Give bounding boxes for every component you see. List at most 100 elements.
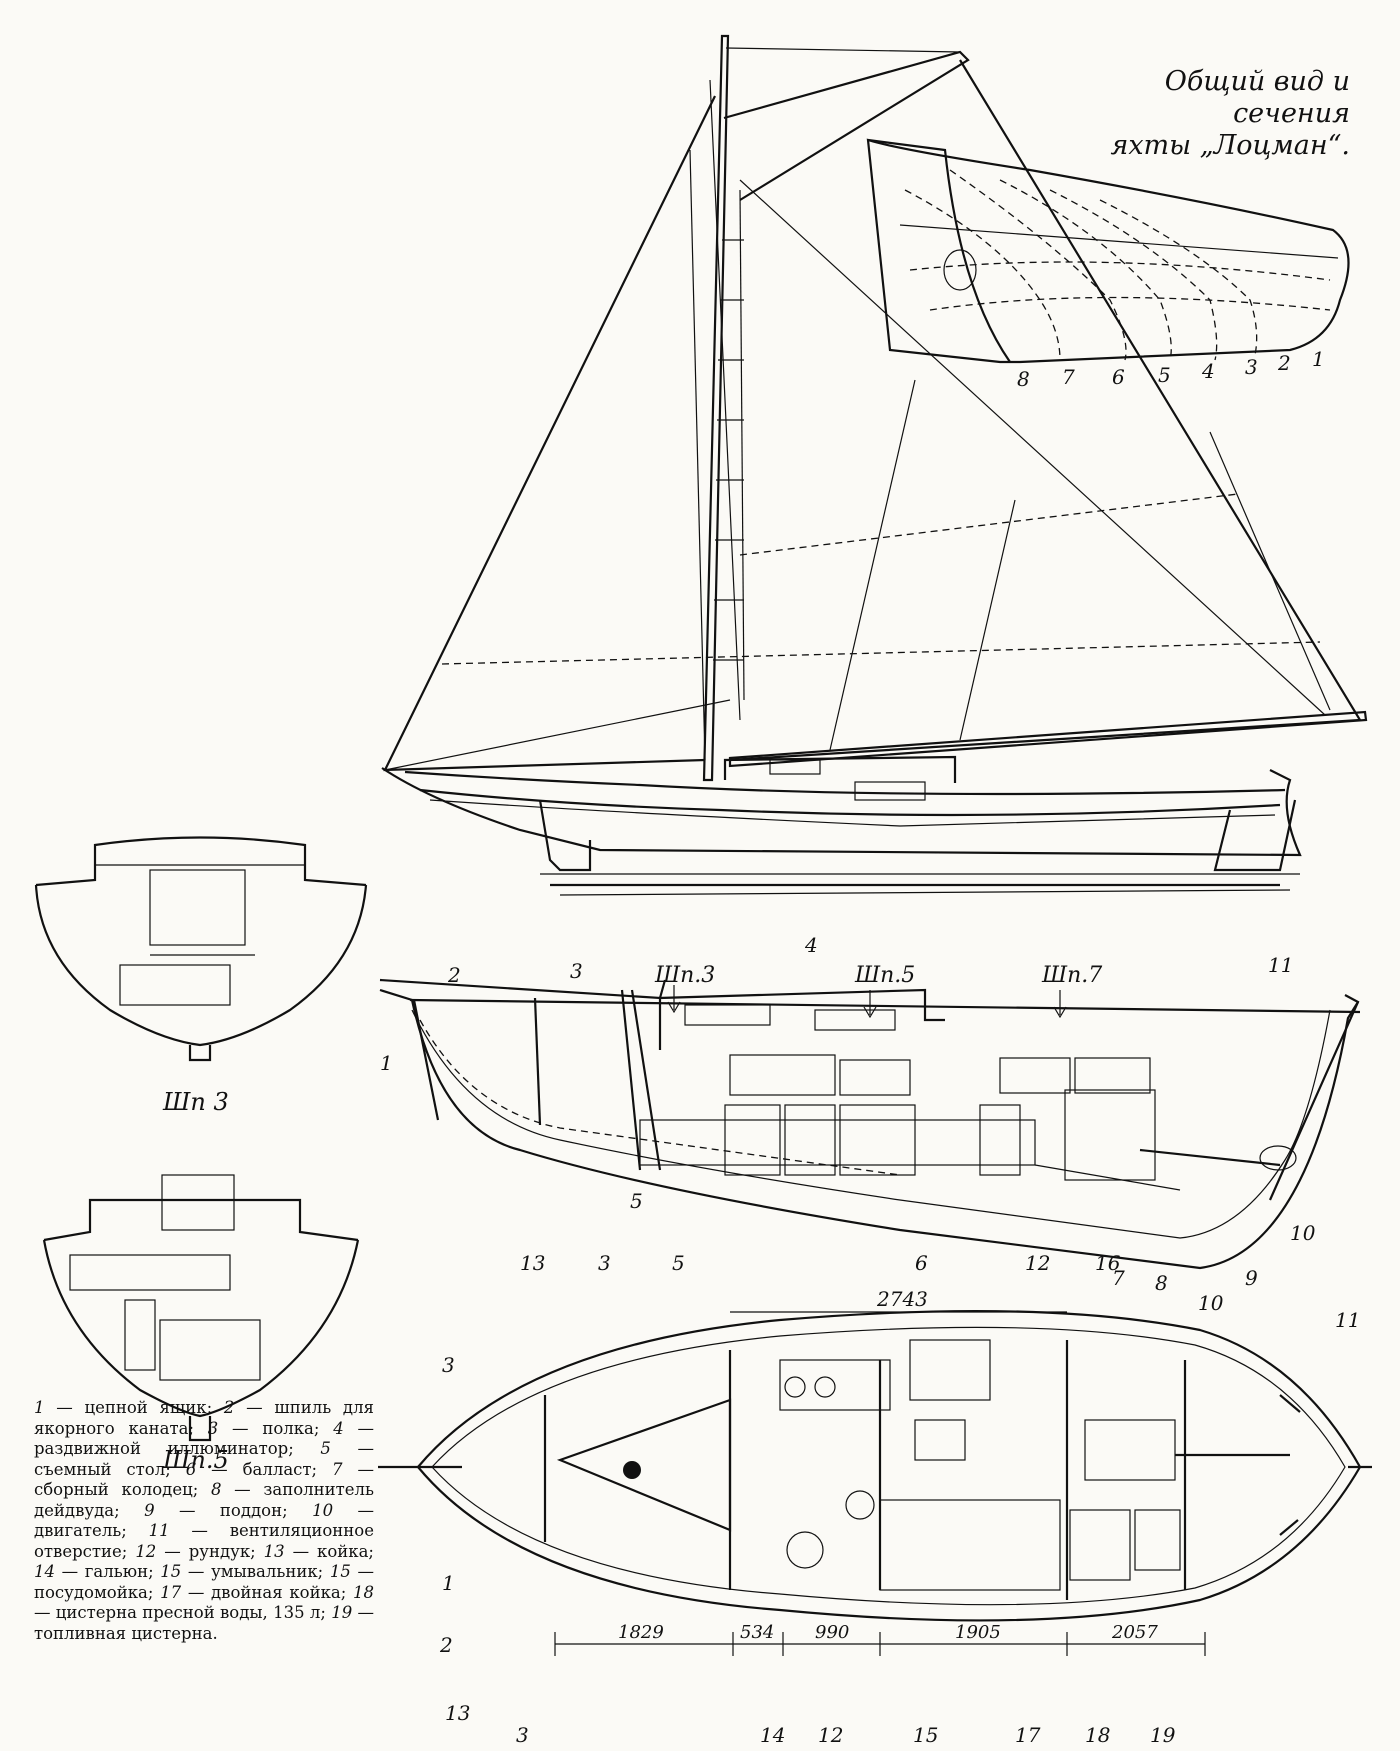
legend-text: раздвижной иллюминатор;: [34, 1439, 321, 1458]
double-berth-17: [879, 1499, 1061, 1591]
station-labels-label: 4: [1201, 359, 1215, 383]
legend-number: 15 —: [160, 1562, 212, 1581]
plan-callouts-label: 12: [1025, 1251, 1050, 1275]
legend-text: топливная цистерна.: [34, 1623, 218, 1643]
mainsail: [729, 59, 1362, 762]
shp5-hull: [42, 1239, 360, 1418]
profile-callouts-label: 4: [804, 933, 818, 957]
legend-text: вентиляционное отверстие;: [34, 1521, 374, 1561]
legend-text: койка;: [317, 1541, 374, 1561]
profile-callouts-label: 9: [1245, 1266, 1258, 1290]
toilet-14: [786, 1531, 824, 1569]
legend-text: умывальник;: [211, 1562, 330, 1581]
station-labels-label: 2: [1277, 351, 1291, 375]
title-line-2: яхты „Лоцман“.: [1110, 130, 1350, 161]
stem: [412, 999, 440, 1121]
profile-callouts-label: 1: [380, 1051, 393, 1075]
shp7-mark: Шп.7: [1041, 963, 1102, 988]
plan-callouts-label: 11: [1335, 1308, 1360, 1332]
profile-callouts-label: 3: [570, 959, 583, 983]
legend-number: 14 —: [34, 1562, 85, 1581]
station-labels-label: 8: [1017, 367, 1030, 391]
legend-text: двигатель;: [34, 1521, 149, 1540]
mast-ladder: [709, 79, 745, 721]
profile-callouts-label: 2: [447, 963, 461, 987]
legend-number: 6 —: [185, 1459, 243, 1479]
shp3-label: Шп 3: [163, 1088, 229, 1116]
legend-number: 10 —: [312, 1500, 374, 1520]
legend-text: рундук;: [188, 1541, 264, 1561]
legend-number: 18 —: [34, 1582, 374, 1623]
plan-callouts-label: 18: [1085, 1723, 1110, 1747]
legend-number: 7 —: [332, 1459, 374, 1479]
plan-callouts-label: 2: [439, 1633, 453, 1657]
plan-callouts-label: 15: [913, 1723, 938, 1747]
legend-text: съемный стол;: [34, 1459, 186, 1479]
dim-2057: 2057: [1111, 1622, 1158, 1643]
legend-text: цепной ящик;: [84, 1398, 224, 1417]
legend: 1 — цепной ящик; 2 — шпиль для якорного …: [34, 1398, 374, 1644]
plan-callouts-label: 10: [1198, 1291, 1224, 1315]
ballast: [639, 1119, 1036, 1166]
profile-callouts-label: 7: [1112, 1266, 1125, 1290]
inboard-hull-outline: [379, 988, 1359, 1270]
legend-text: шпиль для якорного каната;: [34, 1398, 374, 1438]
plan-callouts-label: 1: [442, 1571, 455, 1595]
table-5: [556, 1398, 732, 1532]
profile-callouts-label: 8: [1155, 1271, 1168, 1295]
station-labels-label: 3: [1245, 355, 1258, 379]
coachroof: [658, 988, 945, 1050]
plan-hull-outline: [416, 1309, 1362, 1622]
plan-callouts-label: 13: [520, 1251, 545, 1275]
legend-text: балласт;: [242, 1459, 333, 1479]
plan-callouts-label: 12: [818, 1723, 843, 1747]
boom: [728, 710, 1368, 768]
shp5-mark: Шп.5: [854, 963, 915, 988]
plan-callouts-label: 14: [760, 1723, 785, 1747]
legend-text: сборный колодец;: [34, 1480, 211, 1499]
legend-text: гальюн;: [84, 1562, 161, 1581]
plan-callouts-label: 3: [598, 1251, 611, 1275]
galley-stove: [779, 1359, 891, 1411]
legend-number: 11 —: [148, 1521, 230, 1540]
mast: [702, 34, 730, 782]
legend-text: цистерна пресной воды, 135 л;: [55, 1603, 332, 1622]
plan-callouts-label: 17: [1015, 1723, 1041, 1747]
plan-callouts-label: 5: [672, 1251, 685, 1275]
shp3-companionway: [149, 869, 246, 946]
legend-number: 3 —: [207, 1418, 263, 1438]
hull-profile: [381, 767, 1302, 857]
legend-number: 13 —: [263, 1541, 318, 1561]
legend-number: 17 —: [160, 1582, 212, 1602]
legend-text: поддон;: [219, 1500, 313, 1520]
dim-534: 534: [740, 1622, 774, 1643]
legend-number: 9 —: [144, 1500, 220, 1520]
legend-number: 15 —: [329, 1562, 374, 1581]
station-labels-label: 1: [1312, 347, 1325, 371]
drawing-title: Общий вид и сечения яхты „Лоцман“.: [1040, 66, 1350, 162]
legend-text: посудомойка;: [34, 1582, 161, 1602]
legend-text: полка;: [262, 1418, 334, 1438]
profile-callouts-label: 10: [1290, 1221, 1316, 1245]
gaff: [723, 50, 970, 201]
section-shp5: [42, 1174, 360, 1442]
legend-text: двойная койка;: [211, 1582, 353, 1602]
profile-callouts-label: 11: [1268, 953, 1293, 977]
plan-callouts-label: 3: [442, 1353, 455, 1377]
legend-number: 5 —: [320, 1439, 374, 1458]
dim-990: 990: [815, 1622, 849, 1643]
section-shp3: [34, 836, 368, 1062]
plan-callouts-label: 19: [1150, 1723, 1176, 1747]
title-line-1: Общий вид и сечения: [1164, 66, 1350, 129]
legend-number: 1 —: [34, 1398, 85, 1417]
shp3-hull: [34, 884, 368, 1047]
station-labels-label: 6: [1112, 365, 1125, 389]
cabin-profile: [723, 755, 957, 783]
foresail: [383, 95, 716, 772]
dim-1905: 1905: [955, 1622, 1001, 1643]
shp5-label: Шп.5: [163, 1446, 229, 1474]
